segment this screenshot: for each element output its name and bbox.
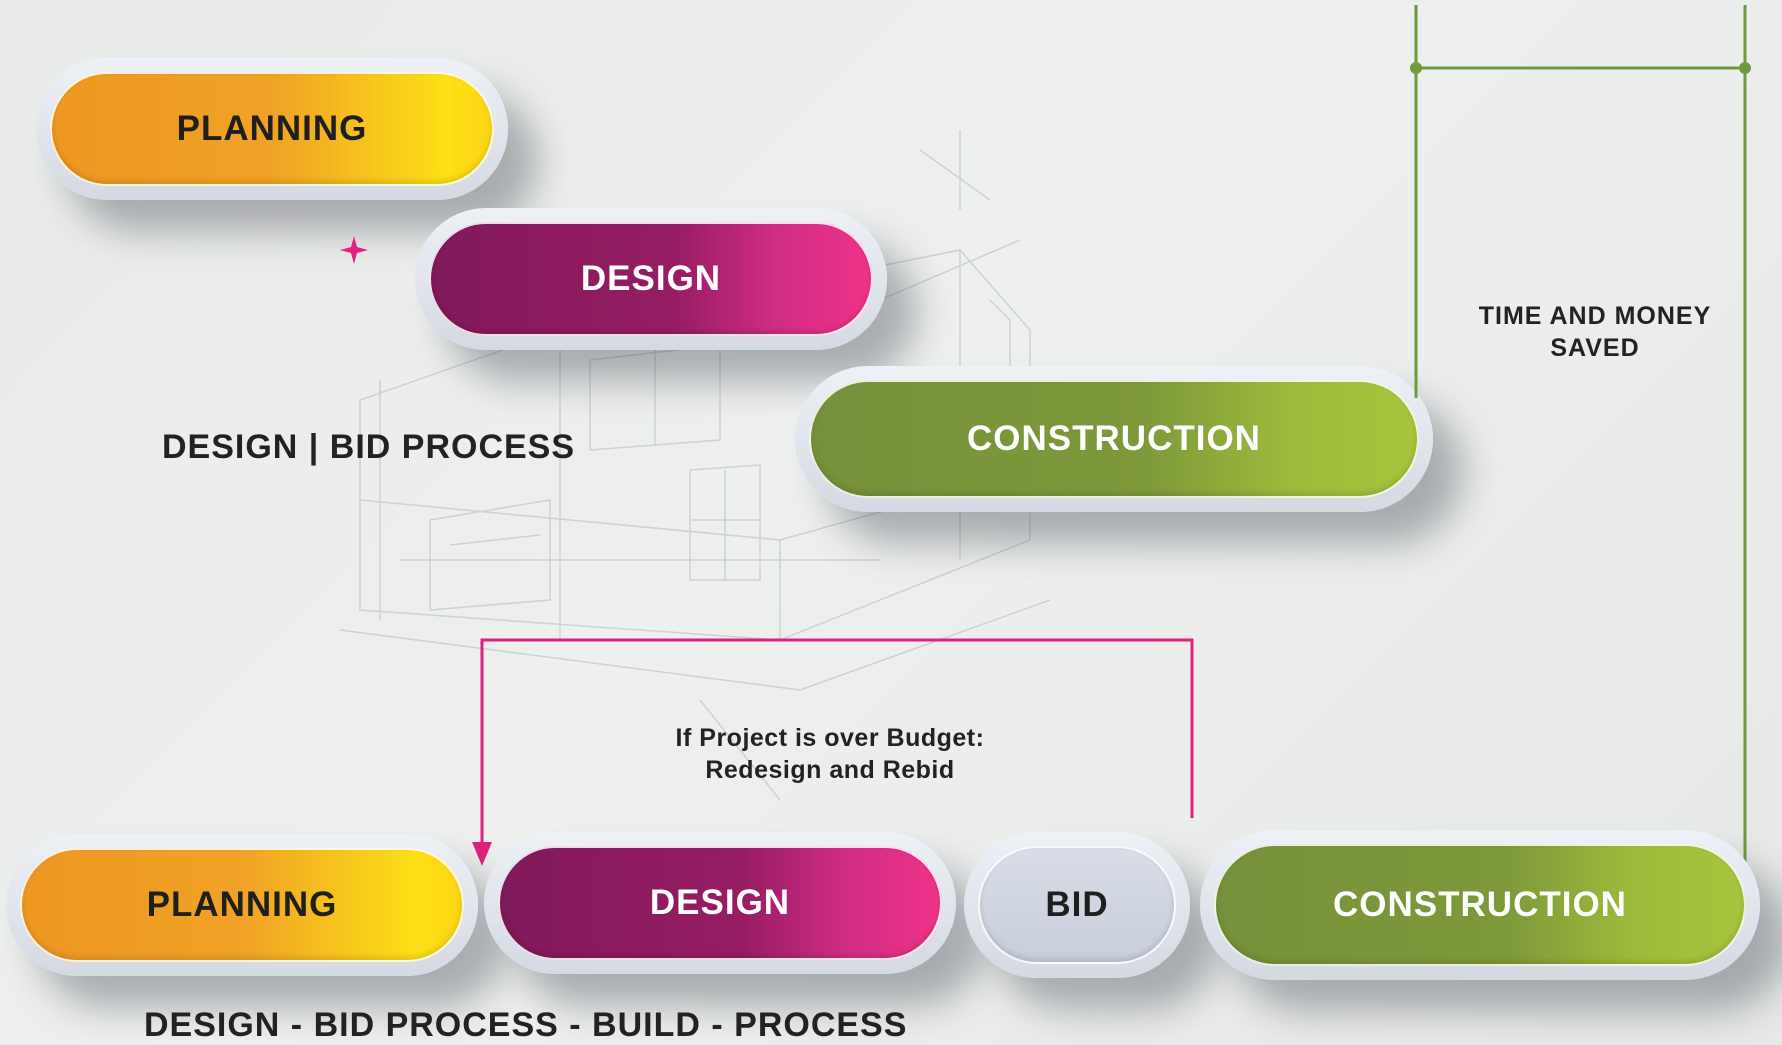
top-design-label: DESIGN	[429, 222, 873, 336]
savings-note-line1: TIME AND MONEY	[1478, 302, 1712, 330]
sparkle-icon	[340, 236, 368, 264]
bottom-process-caption: DESIGN - BID PROCESS - BUILD - PROCESS	[144, 1006, 908, 1044]
bottom-planning-label: PLANNING	[20, 848, 464, 962]
bottom-design-pill: DESIGN	[484, 832, 956, 974]
top-design-pill: DESIGN	[415, 208, 887, 350]
bottom-construction-pill: CONSTRUCTION	[1200, 830, 1760, 980]
savings-note: TIME AND MONEY SAVED	[1440, 300, 1750, 364]
bottom-bid-label: BID	[978, 846, 1176, 964]
savings-bracket	[1410, 5, 1751, 865]
savings-note-line2: SAVED	[1550, 334, 1640, 362]
bottom-bid-pill: BID	[964, 832, 1190, 978]
budget-loop-note-line1: If Project is over Budget:	[675, 724, 985, 752]
rebid-loop-arrow	[472, 638, 1194, 866]
budget-loop-note-line2: Redesign and Rebid	[705, 756, 955, 784]
bottom-design-label: DESIGN	[498, 846, 942, 960]
bottom-construction-label: CONSTRUCTION	[1214, 844, 1746, 966]
budget-loop-note: If Project is over Budget: Redesign and …	[620, 722, 1040, 786]
top-construction-label: CONSTRUCTION	[809, 380, 1419, 498]
top-planning-label: PLANNING	[50, 72, 494, 186]
top-process-caption: DESIGN | BID PROCESS	[162, 428, 576, 466]
top-planning-pill: PLANNING	[36, 58, 508, 200]
top-construction-pill: CONSTRUCTION	[795, 366, 1433, 512]
bottom-planning-pill: PLANNING	[6, 834, 478, 976]
